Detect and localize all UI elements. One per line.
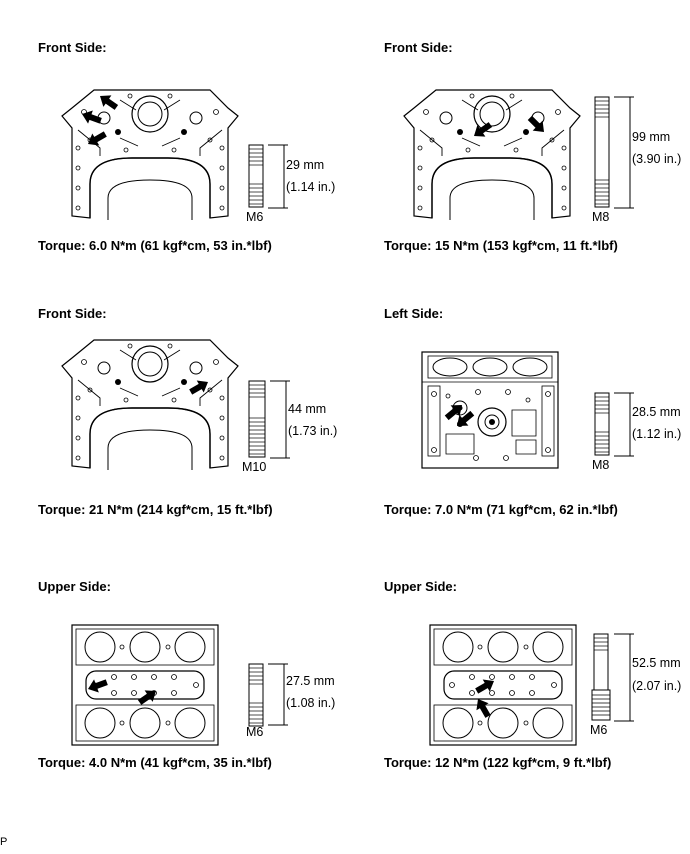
torque-spec: Torque: 6.0 N*m (61 kgf*cm, 53 in.*lbf): [38, 238, 272, 253]
panel-heading: Upper Side:: [384, 579, 457, 594]
footer-code: P: [0, 836, 8, 848]
engine-upper-view-illustration: [429, 624, 577, 746]
panel-front-side-3: Front Side: 44 mm (1.73 in.) M10 Torque:…: [38, 306, 368, 546]
engine-left-view-illustration: [421, 351, 559, 469]
panel-left-side: Left Side: 28.5 mm (1.1: [384, 306, 690, 546]
panel-heading: Front Side:: [384, 40, 453, 55]
length-dimension-line: [268, 663, 288, 726]
bolt-thread-size: M6: [246, 725, 264, 739]
bolt-length-mm: 44 mm: [288, 402, 327, 416]
panel-upper-side-1: Upper Side: 27.5 mm (1.08 in.) M6 Torque…: [38, 579, 368, 819]
panel-heading: Left Side:: [384, 306, 444, 321]
torque-spec: Torque: 7.0 N*m (71 kgf*cm, 62 in.*lbf): [384, 502, 618, 517]
bolt-length-in: (1.73 in.): [288, 424, 338, 438]
panel-upper-side-2: Upper Side: 52.5 mm (2.07 in.) M6 Torque…: [384, 579, 690, 819]
length-dimension-line: [614, 96, 634, 209]
panel-heading: Front Side:: [38, 40, 107, 55]
bolt-length-mm: 29 mm: [286, 158, 325, 172]
torque-spec: Torque: 15 N*m (153 kgf*cm, 11 ft.*lbf): [384, 238, 618, 253]
bolt-length-in: (1.12 in.): [632, 427, 682, 441]
stud-bolt-icon: [594, 96, 610, 208]
panel-heading: Front Side:: [38, 306, 107, 321]
engine-front-view-illustration: [61, 89, 239, 221]
bolt-thread-size: M8: [592, 458, 610, 472]
engine-front-view-illustration: [61, 339, 239, 471]
length-dimension-line: [614, 392, 634, 457]
engine-upper-view-illustration: [71, 624, 219, 746]
torque-spec: Torque: 12 N*m (122 kgf*cm, 9 ft.*lbf): [384, 755, 612, 770]
bolt-length-mm: 99 mm: [632, 130, 671, 144]
bolt-length-in: (1.08 in.): [286, 696, 336, 710]
stud-bolt-icon: [248, 144, 264, 208]
bolt-length-in: (3.90 in.): [632, 152, 682, 166]
bolt-thread-size: M10: [242, 460, 267, 474]
panel-front-side-1: Front Side: 29 mm (1.14 in.) M6 Torque: …: [38, 40, 368, 280]
panel-front-side-2: Front Side: 99 mm (3.90 in.) M8 Torque: …: [384, 40, 690, 280]
length-dimension-line: [268, 144, 288, 209]
stud-bolt-icon: [248, 663, 264, 727]
bolt-length-in: (1.14 in.): [286, 180, 336, 194]
torque-spec: Torque: 21 N*m (214 kgf*cm, 15 ft.*lbf): [38, 502, 273, 517]
bolt-thread-size: M6: [590, 723, 608, 737]
length-dimension-line: [614, 633, 634, 722]
panel-heading: Upper Side:: [38, 579, 111, 594]
bolt-length-in: (2.07 in.): [632, 679, 682, 693]
bolt-length-mm: 52.5 mm: [632, 656, 681, 670]
bolt-thread-size: M6: [246, 210, 264, 224]
engine-front-view-illustration: [403, 89, 581, 221]
torque-spec: Torque: 4.0 N*m (41 kgf*cm, 35 in.*lbf): [38, 755, 272, 770]
stud-bolt-icon: [591, 633, 611, 721]
bolt-length-mm: 27.5 mm: [286, 674, 335, 688]
bolt-length-mm: 28.5 mm: [632, 405, 681, 419]
length-dimension-line: [270, 380, 290, 459]
stud-bolt-icon: [594, 392, 610, 456]
bolt-thread-size: M8: [592, 210, 610, 224]
stud-bolt-icon: [248, 380, 266, 458]
